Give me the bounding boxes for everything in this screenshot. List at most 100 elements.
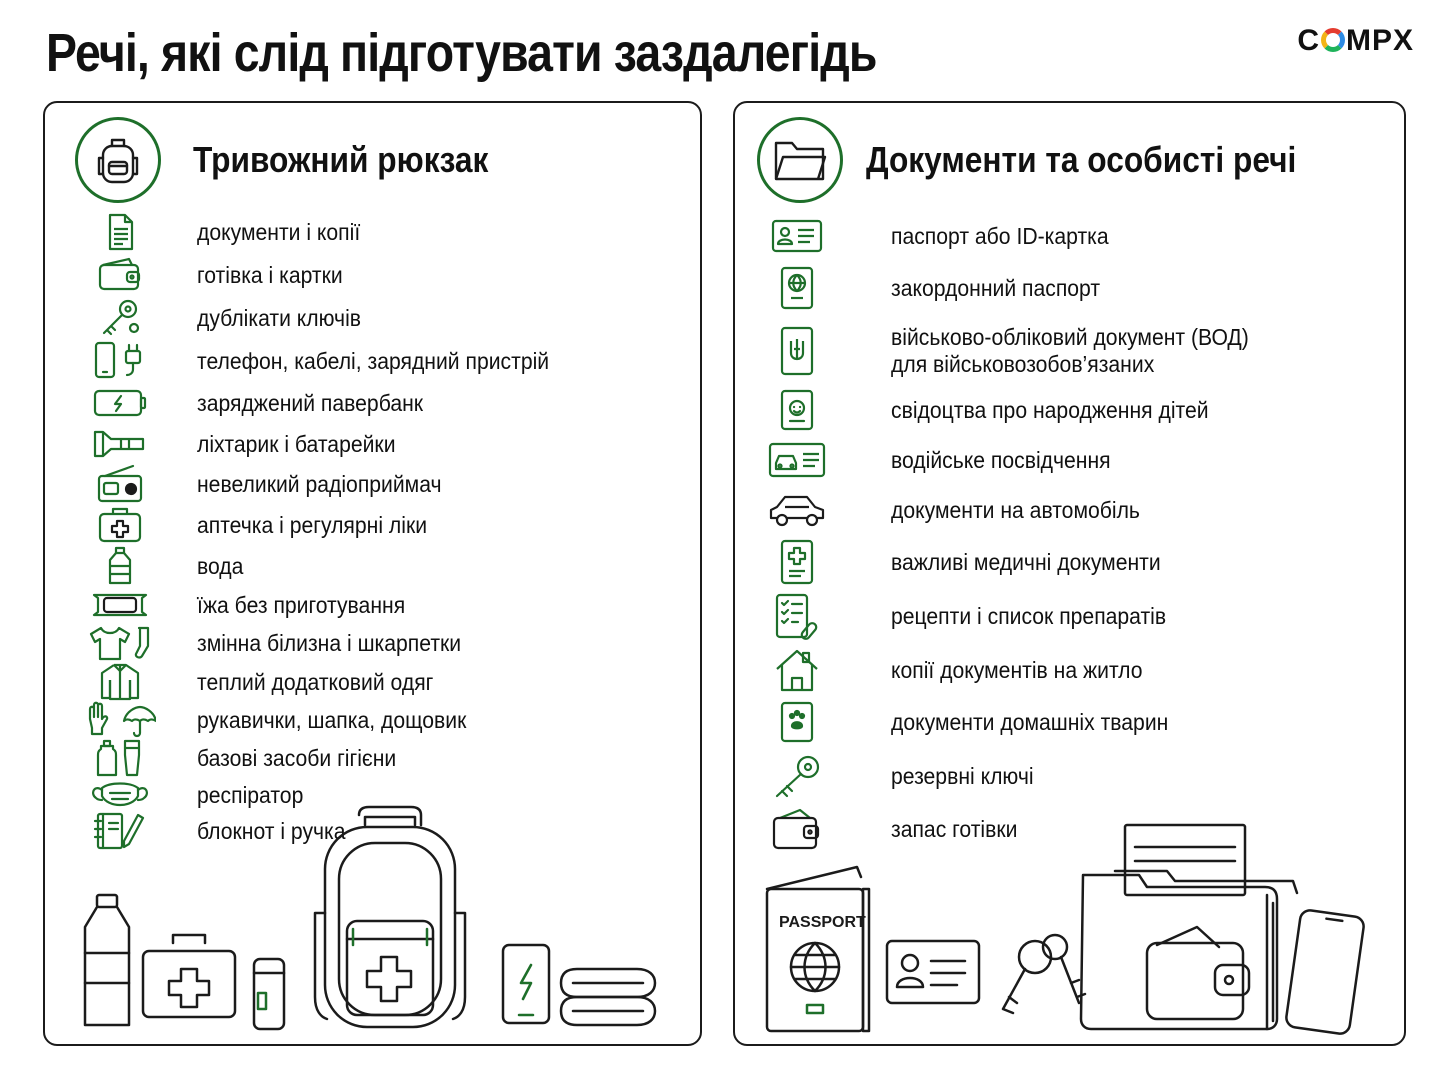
item-label: важливі медичні документи — [891, 548, 1161, 575]
item-label: готівка і картки — [197, 261, 343, 288]
item-label: паспорт або ID-картка — [891, 222, 1109, 249]
item-label: документи на автомобіль — [891, 496, 1140, 523]
documents-illustration: PASSPORT — [765, 823, 1365, 1035]
item-label: вода — [197, 552, 244, 579]
water-bottle-icon — [75, 546, 165, 586]
list-item-prescriptions: рецепти і список препаратів — [763, 592, 1190, 640]
driver-license-icon — [763, 441, 831, 479]
shirt-sock-icon — [75, 624, 165, 662]
first-aid-icon — [75, 506, 165, 544]
food-bar-icon — [75, 589, 165, 621]
list-item-medical-documents: важливі медичні документи — [763, 539, 1184, 585]
emergency-backpack-panel: Тривожний рюкзак документи і копії готів… — [43, 101, 702, 1046]
house-document-icon — [763, 647, 831, 693]
document-icon — [75, 212, 165, 252]
item-label: закордонний паспорт — [891, 274, 1101, 301]
item-label-group: військово-обліковий документ (ВОД) для в… — [891, 324, 1280, 378]
list-item-food: їжа без приготування — [75, 586, 423, 624]
list-item-underwear-socks: змінна білизна і шкарпетки — [75, 624, 484, 662]
item-label: копії документів на житло — [891, 656, 1143, 683]
pet-document-icon — [763, 700, 831, 744]
glove-umbrella-icon — [75, 701, 165, 739]
passport-label: PASSPORT — [779, 914, 866, 931]
wallet-icon — [75, 256, 165, 294]
list-item-duplicate-keys: дублікати ключів — [75, 299, 375, 337]
item-label: теплий додатковий одяг — [197, 668, 434, 695]
list-item-foreign-passport: закордонний паспорт — [763, 265, 1118, 311]
item-label: змінна білизна і шкарпетки — [197, 629, 462, 656]
list-item-notebook-pen: блокнот і ручка — [75, 812, 358, 850]
birth-certificate-icon — [763, 388, 831, 432]
documents-panel: Документи та особисті речі паспорт або I… — [733, 101, 1406, 1046]
item-label: документи і копії — [197, 218, 361, 245]
list-item-pet-documents: документи домашніх тварин — [763, 699, 1192, 745]
list-item-flashlight: ліхтарик і батарейки — [75, 425, 413, 463]
jacket-icon — [75, 662, 165, 702]
item-label: свідоцтва про народження дітей — [891, 396, 1209, 423]
list-item-military-document: військово-обліковий документ (ВОД) для в… — [763, 323, 1280, 379]
list-item-birth-certificates: свідоцтва про народження дітей — [763, 387, 1236, 433]
item-label: запас готівки — [891, 815, 1018, 842]
item-label: базові засоби гігієни — [197, 744, 397, 771]
phone-charger-icon — [75, 341, 165, 381]
list-item-warm-clothes: теплий додатковий одяг — [75, 663, 454, 701]
key-icon — [763, 753, 831, 799]
list-item-gloves-hat-raincoat: рукавички, шапка, дощовик — [75, 701, 490, 739]
item-label: телефон, кабелі, зарядний пристрій — [197, 347, 550, 374]
prescription-icon — [763, 592, 831, 640]
item-label: військово-обліковий документ (ВОД) — [891, 324, 1249, 350]
id-card-icon — [763, 218, 831, 254]
backpack-icon — [75, 117, 161, 203]
item-label: водійське посвідчення — [891, 446, 1111, 473]
car-icon — [763, 490, 831, 530]
list-item-first-aid: аптечка і регулярні ліки — [75, 506, 447, 544]
item-label: ліхтарик і батарейки — [197, 430, 396, 457]
list-item-respirator: респіратор — [75, 776, 313, 814]
radio-icon — [75, 464, 165, 504]
section-title-backpack: Тривожний рюкзак — [193, 139, 489, 180]
hygiene-icon — [75, 738, 165, 778]
notebook-pen-icon — [75, 811, 165, 851]
item-label: заряджений павербанк — [197, 389, 424, 416]
item-label: їжа без приготування — [197, 591, 406, 618]
item-label-line2: для військовозобов’язаних — [891, 351, 1155, 377]
item-label: рукавички, шапка, дощовик — [197, 706, 467, 733]
item-label: дублікати ключів — [197, 304, 362, 331]
list-item-spare-keys: резервні ключі — [763, 753, 1046, 799]
flashlight-icon — [75, 428, 165, 460]
item-label: респіратор — [197, 781, 304, 808]
logo-part-1: C — [1297, 24, 1320, 57]
logo-circle — [1320, 28, 1345, 52]
list-item-housing-documents: копії документів на житло — [763, 647, 1164, 693]
item-label: невеликий радіоприймач — [197, 470, 442, 497]
cash-wallet-icon — [763, 806, 831, 852]
logo-part-2: MPX — [1345, 24, 1414, 57]
keys-icon — [75, 298, 165, 338]
folder-icon — [757, 117, 843, 203]
section-title-documents: Документи та особисті речі — [866, 139, 1297, 180]
respirator-icon — [75, 778, 165, 812]
medical-document-icon — [763, 538, 831, 586]
list-item-phone-cables: телефон, кабелі, зарядний пристрій — [75, 341, 580, 381]
item-label: аптечка і регулярні ліки — [197, 511, 428, 538]
list-item-car-documents: документи на автомобіль — [763, 487, 1162, 533]
list-item-hygiene: базові засоби гігієни — [75, 739, 414, 777]
item-label: рецепти і список препаратів — [891, 602, 1167, 629]
military-document-icon — [763, 325, 831, 377]
item-label: резервні ключі — [891, 762, 1034, 789]
list-item-cash-reserve: запас готівки — [763, 806, 1028, 852]
item-label: блокнот і ручка — [197, 817, 346, 844]
list-item-powerbank: заряджений павербанк — [75, 384, 443, 422]
backpack-supplies-illustration — [83, 805, 657, 1031]
list-item-water: вода — [75, 546, 247, 586]
list-item-radio: невеликий радіоприймач — [75, 464, 463, 504]
compx-logo: C MPX — [1297, 24, 1414, 58]
passport-icon — [763, 265, 831, 311]
item-label: документи домашніх тварин — [891, 708, 1169, 735]
powerbank-icon — [75, 387, 165, 419]
list-item-documents: документи і копії — [75, 213, 374, 251]
page-title: Речі, які слід підготувати заздалегідь — [46, 23, 877, 83]
list-item-passport-id: паспорт або ID-картка — [763, 213, 1128, 259]
list-item-driver-license: водійське посвідчення — [763, 437, 1130, 483]
list-item-cash-cards: готівка і картки — [75, 256, 355, 294]
